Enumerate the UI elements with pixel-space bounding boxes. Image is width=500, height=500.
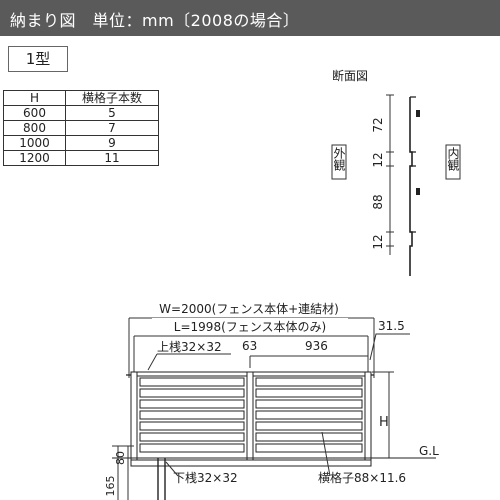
dim-w-label: W=2000(フェンス本体+連結材) <box>159 302 339 316</box>
bottom-rail-label: 下桟32×32 <box>173 471 238 485</box>
outside-label: 外観 <box>332 147 346 171</box>
ground-label: G.L <box>419 444 439 458</box>
outside-label-box <box>331 144 347 180</box>
center-post <box>246 371 254 467</box>
end-gap-label: 31.5 <box>378 319 405 333</box>
type-label: 1型 <box>8 46 68 72</box>
dim-165-label: 165 <box>104 476 117 497</box>
front-elevation: W=2000(フェンス本体+連結材) L=1998(フェンス本体のみ) 31.5… <box>104 299 439 500</box>
header-slat-count: 横格子本数 <box>65 90 159 106</box>
end-gap-leader <box>369 333 410 361</box>
dim-l-label: L=1998(フェンス本体のみ) <box>174 320 326 334</box>
bottom-rail <box>130 459 372 467</box>
right-post <box>364 371 372 467</box>
slats-left <box>139 377 245 453</box>
cell-count: 11 <box>65 150 159 166</box>
dim-80-label: 80 <box>114 451 127 465</box>
section-dim-12a: 12 <box>371 152 385 167</box>
header-title: 納まり図 単位：mm〔2008の場合〕 <box>10 11 300 30</box>
top-rail-label: 上桟32×32 <box>157 340 222 354</box>
dim-63-label: 63 <box>242 339 257 353</box>
section-dim-12b: 12 <box>371 234 385 249</box>
slat-profile <box>409 97 413 276</box>
dim-h-label: H <box>379 415 389 430</box>
slat-count-table: H 横格子本数 600 5 800 7 1000 9 1200 11 <box>3 90 159 166</box>
table-header-row: H 横格子本数 <box>3 90 159 106</box>
slats-right <box>255 377 363 453</box>
table-row: 1000 9 <box>3 135 159 151</box>
slat-label: 横格子88×11.6 <box>318 470 406 485</box>
inside-label-box <box>445 144 461 180</box>
header-bar: 納まり図 単位：mm〔2008の場合〕 <box>0 0 500 36</box>
table-row: 1200 11 <box>3 150 159 166</box>
dim-936-label: 936 <box>305 339 328 353</box>
cell-h: 1200 <box>3 150 66 166</box>
section-view: 断面図 外観 内観 72 12 88 12 <box>331 68 461 276</box>
section-title: 断面図 <box>332 68 368 83</box>
inside-label: 内観 <box>446 147 460 171</box>
section-dim-88: 88 <box>371 194 385 209</box>
section-dim-72: 72 <box>371 117 385 132</box>
left-post <box>130 371 138 467</box>
